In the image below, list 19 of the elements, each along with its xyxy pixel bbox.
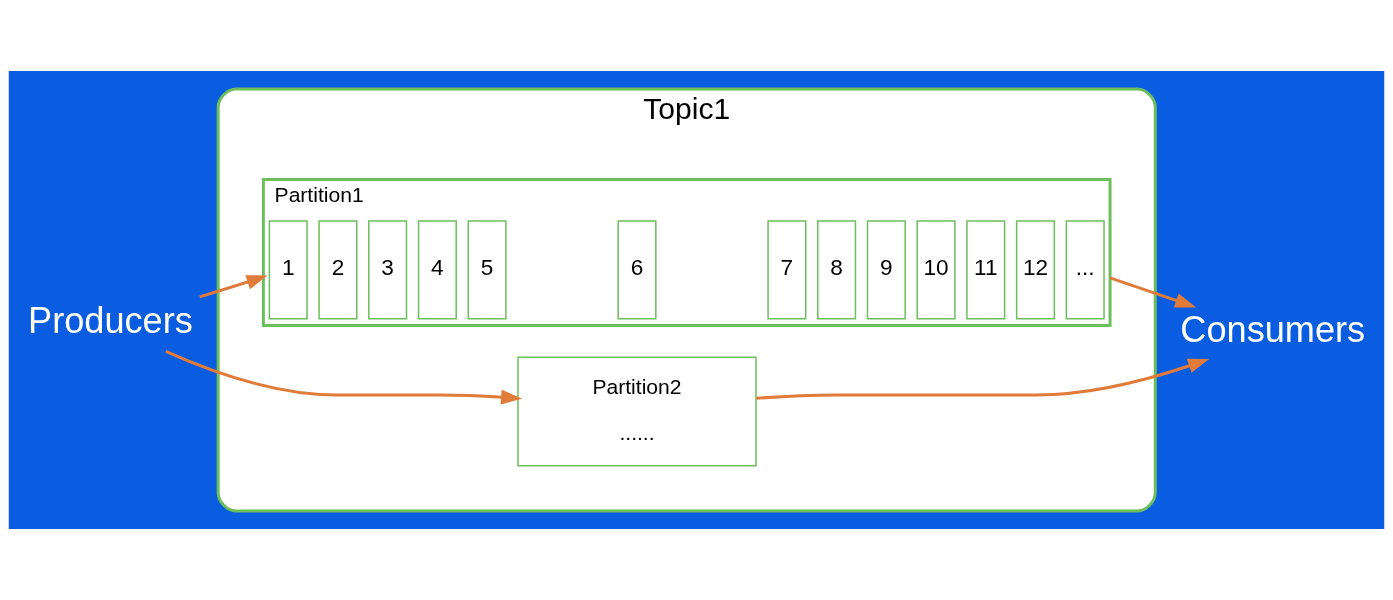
node-box: 9 xyxy=(866,220,906,320)
node-box: 6 xyxy=(617,220,657,320)
node-box: 11 xyxy=(966,220,1006,320)
node-box: 10 xyxy=(916,220,956,320)
node-box: 12 xyxy=(1015,220,1056,320)
node-box: ... xyxy=(1065,220,1105,320)
node-box: 7 xyxy=(767,220,807,320)
node-box: 5 xyxy=(467,220,507,320)
node-box: 8 xyxy=(817,220,857,320)
node-box: 3 xyxy=(368,220,408,320)
arrow xyxy=(756,358,1210,400)
arrow xyxy=(1109,276,1197,308)
node-text: Producers xyxy=(28,300,193,342)
node-box: 2 xyxy=(318,220,358,320)
node-box: 1 xyxy=(268,220,308,320)
node-text: Consumers xyxy=(1180,309,1366,351)
arrow xyxy=(165,349,523,405)
node-box: 4 xyxy=(417,220,457,320)
node-box: Partition2 ...... xyxy=(517,356,757,467)
